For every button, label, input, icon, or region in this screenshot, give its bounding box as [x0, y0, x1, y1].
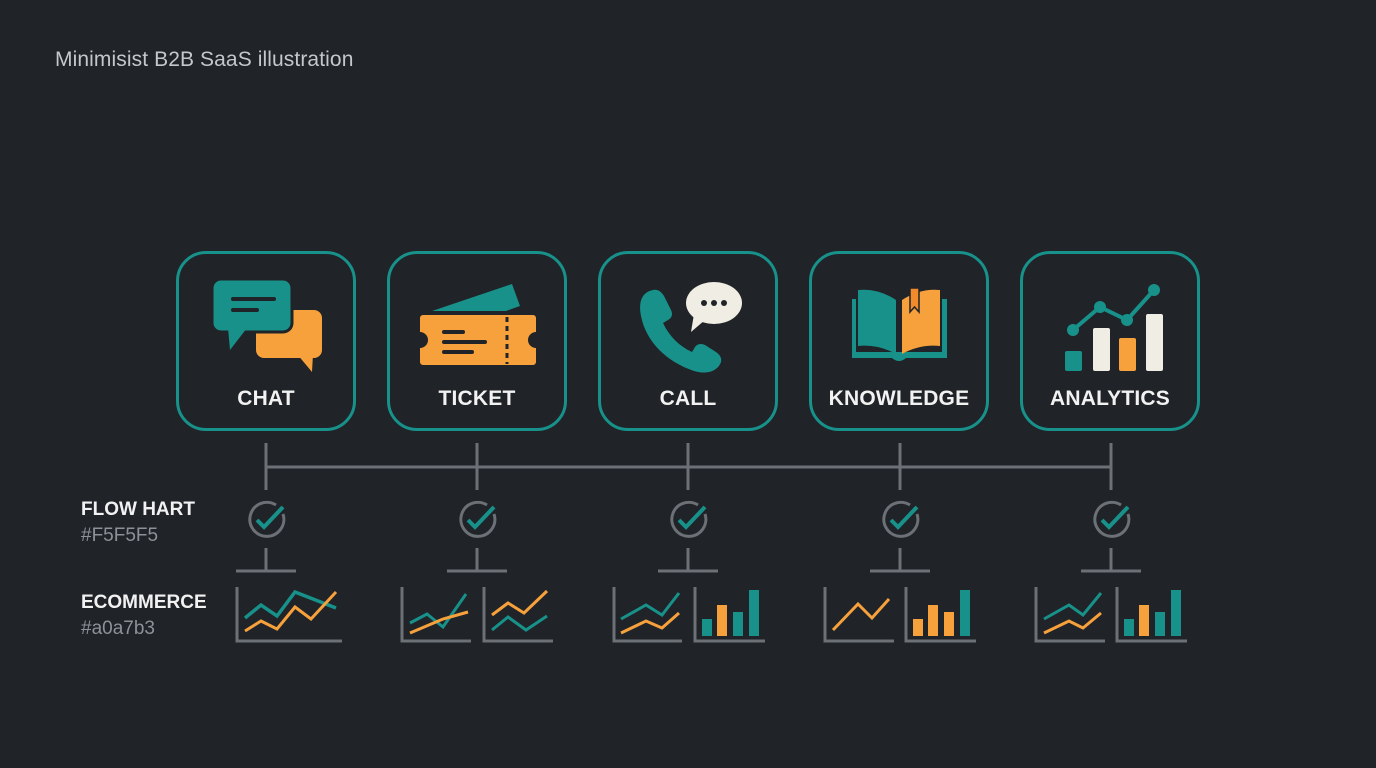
bar-chart	[1115, 587, 1187, 643]
analytics-chart-icon	[1065, 284, 1163, 371]
card-label: KNOWLEDGE	[828, 387, 970, 410]
dual-line-chart	[482, 587, 553, 643]
legend-sub-flow: #F5F5F5	[81, 525, 159, 546]
bar-chart	[693, 587, 765, 643]
legend-title-flow: FLOW HART	[81, 499, 195, 520]
card-label: CHAT	[237, 387, 295, 410]
page-caption: Minimisist B2B SaaS illustration	[55, 48, 354, 71]
bar-chart	[904, 587, 976, 643]
card-ticket[interactable]: TICKET	[387, 251, 567, 431]
check-circle-icon	[882, 500, 920, 538]
card-label: CALL	[659, 387, 717, 410]
card-label: TICKET	[438, 387, 516, 410]
ticket-icon	[420, 284, 536, 365]
phone-call-icon	[640, 282, 742, 373]
legend-title-ecommerce: ECOMMERCE	[81, 592, 207, 613]
dual-line-chart	[1034, 587, 1105, 643]
card-label: ANALYTICS	[1049, 387, 1171, 410]
card-analytics[interactable]: ANALYTICS	[1020, 251, 1200, 431]
dual-line-chart	[612, 587, 682, 643]
check-circle-icon	[459, 500, 497, 538]
dual-line-chart	[400, 587, 471, 643]
connector-lines	[236, 443, 1141, 573]
check-circle-icon	[1093, 500, 1131, 538]
card-knowledge[interactable]: KNOWLEDGE	[809, 251, 989, 431]
open-book-icon	[852, 287, 947, 361]
chat-bubbles-icon	[210, 277, 322, 372]
single-line-chart	[823, 587, 894, 643]
check-circle-icon	[670, 500, 708, 538]
check-circle-icon	[248, 500, 286, 538]
card-call[interactable]: CALL	[598, 251, 778, 431]
legend-sub-ecommerce: #a0a7b3	[81, 618, 155, 639]
dual-line-chart	[235, 587, 342, 643]
card-chat[interactable]: CHAT	[176, 251, 356, 431]
